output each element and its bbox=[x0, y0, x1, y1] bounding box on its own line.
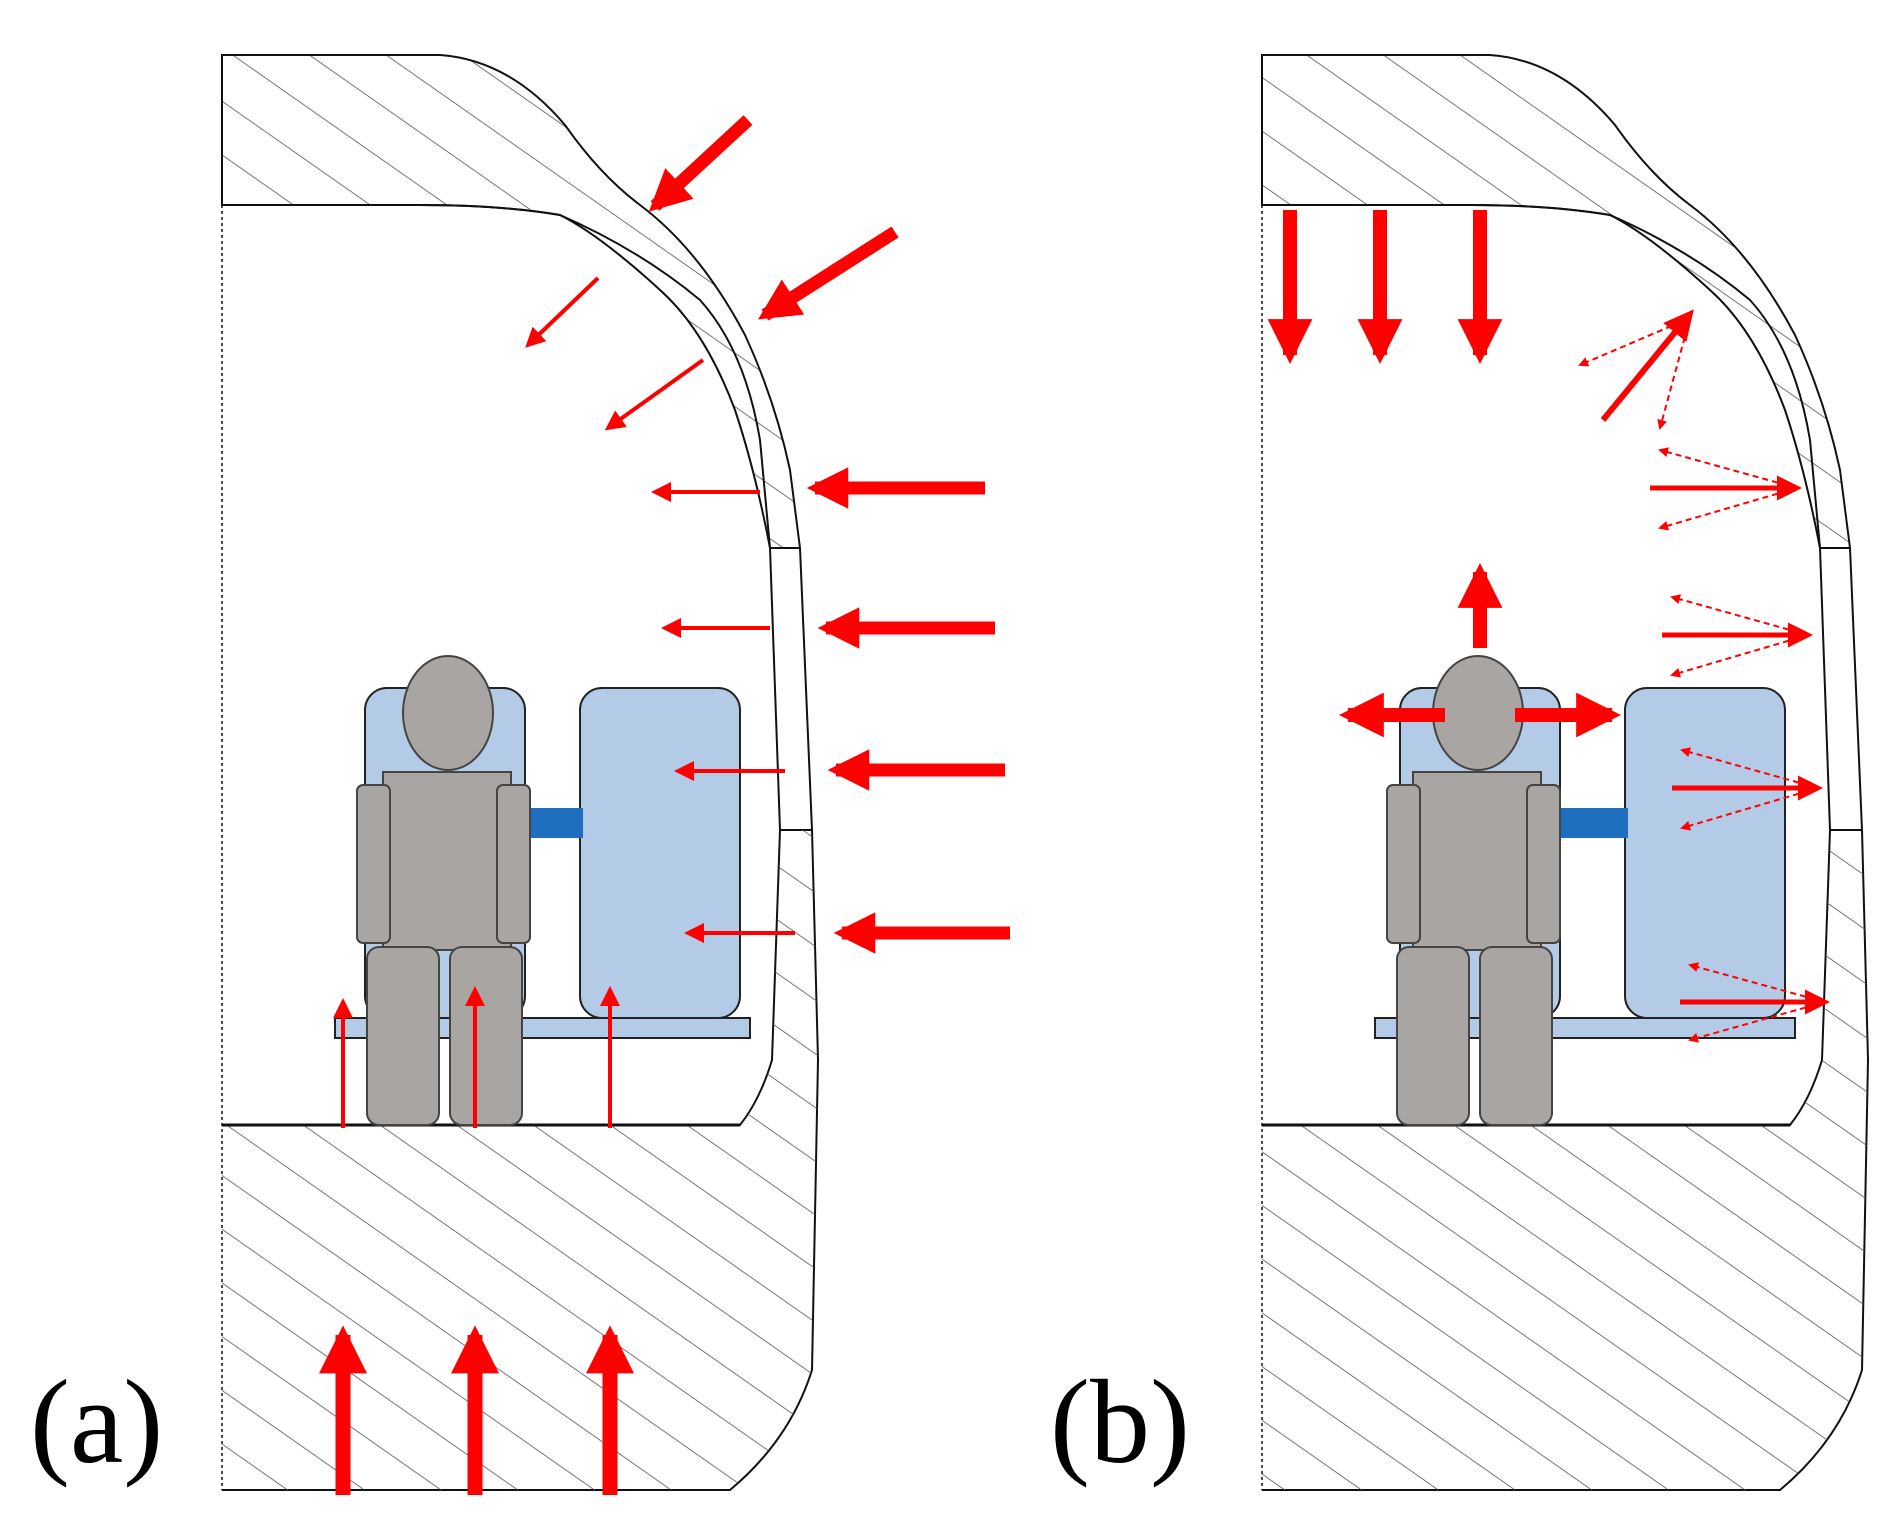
panel-label-b: (b) bbox=[1050, 1355, 1190, 1488]
lower-side-hatch bbox=[222, 830, 818, 1490]
lower-side-hatch-b bbox=[1262, 830, 1868, 1490]
panel-a bbox=[221, 54, 1010, 1495]
cabin-ceiling-b bbox=[1262, 204, 1821, 549]
seat-connector-b bbox=[1560, 808, 1628, 838]
panel-b bbox=[1261, 54, 1870, 1491]
impact-arrows-b bbox=[1267, 210, 1830, 1043]
cabin-ceiling bbox=[222, 204, 771, 549]
seat-connector bbox=[525, 808, 583, 838]
impact-arrows-a bbox=[318, 115, 1010, 1495]
panel-label-a: (a) bbox=[30, 1355, 164, 1488]
seat-back-right bbox=[579, 687, 741, 1019]
roof-hatch-b bbox=[1261, 54, 1852, 549]
occupant-figure-icon-b bbox=[1386, 655, 1561, 1126]
roof-hatch bbox=[221, 54, 802, 549]
